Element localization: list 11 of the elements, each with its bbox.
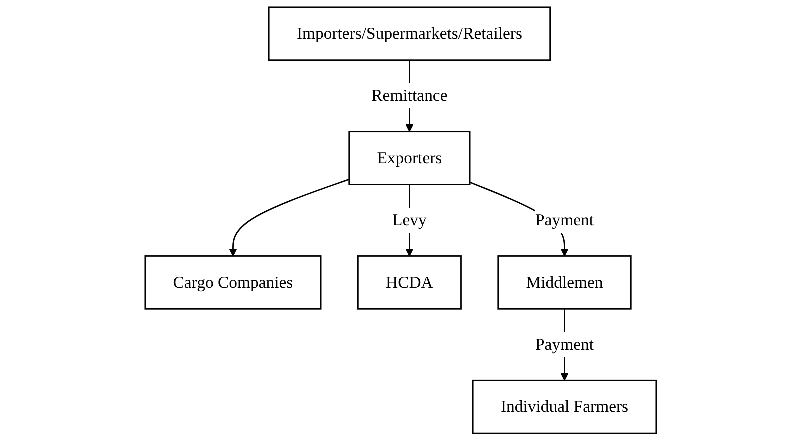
arrow [228,178,350,257]
node-box: HCDA [357,256,462,310]
node-box: Middlemen [497,256,632,310]
node-box: Cargo Companies [144,256,322,310]
edge-label: Payment [535,210,594,230]
edge-label: Levy [392,210,426,230]
node-box: Exporters [348,131,470,186]
node-box: Importers/Supermarkets/Retailers [268,6,551,62]
edge-label: Payment [535,335,594,354]
edge-label: Remittance [371,86,448,105]
node-box: Individual Farmers [472,380,657,434]
